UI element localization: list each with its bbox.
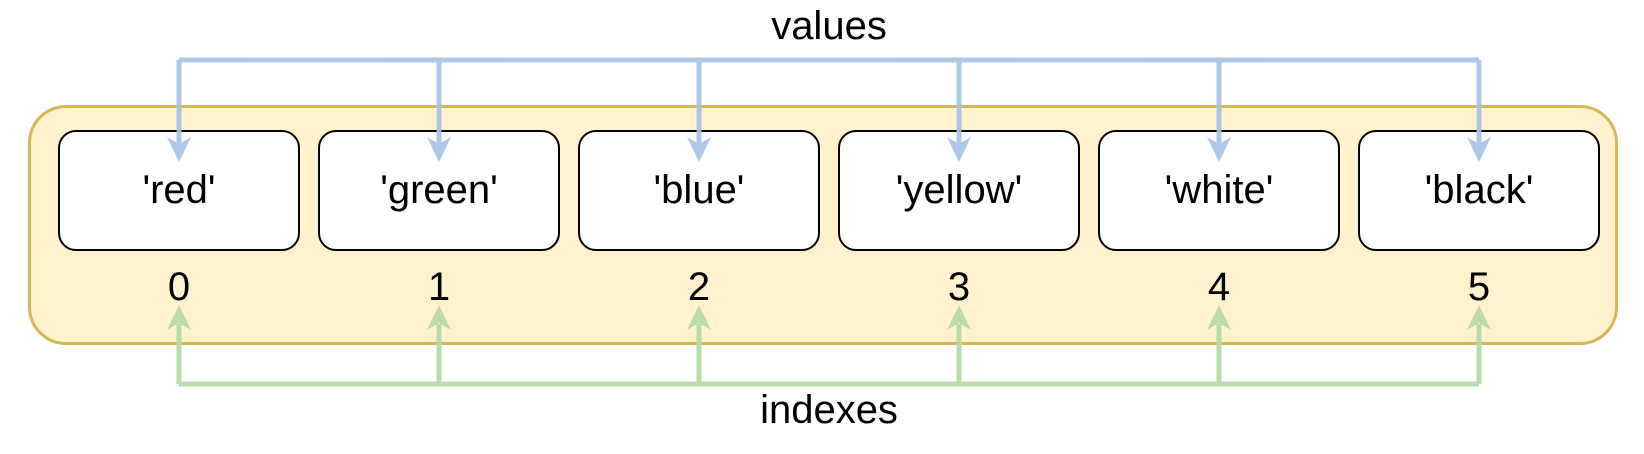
index-label: 2 <box>687 265 711 309</box>
index-label: 1 <box>427 265 451 309</box>
index-label: 0 <box>167 265 191 309</box>
list-item-cell: 'white' <box>1098 130 1340 251</box>
cell-value: 'yellow' <box>895 168 1023 212</box>
values-label: values <box>771 4 887 48</box>
cell-value: 'red' <box>142 168 216 212</box>
list-item-cell: 'yellow' <box>838 130 1080 251</box>
index-label: 3 <box>947 265 971 309</box>
cell-value: 'blue' <box>653 168 745 212</box>
list-item-cell: 'green' <box>318 130 560 251</box>
cell-value: 'green' <box>380 168 498 212</box>
list-item-cell: 'black' <box>1358 130 1600 251</box>
cell-value: 'black' <box>1424 168 1534 212</box>
indexes-label: indexes <box>760 388 898 432</box>
cell-value: 'white' <box>1164 168 1274 212</box>
list-item-cell: 'blue' <box>578 130 820 251</box>
index-label: 5 <box>1467 265 1491 309</box>
index-label: 4 <box>1207 265 1231 309</box>
list-item-cell: 'red' <box>58 130 300 251</box>
